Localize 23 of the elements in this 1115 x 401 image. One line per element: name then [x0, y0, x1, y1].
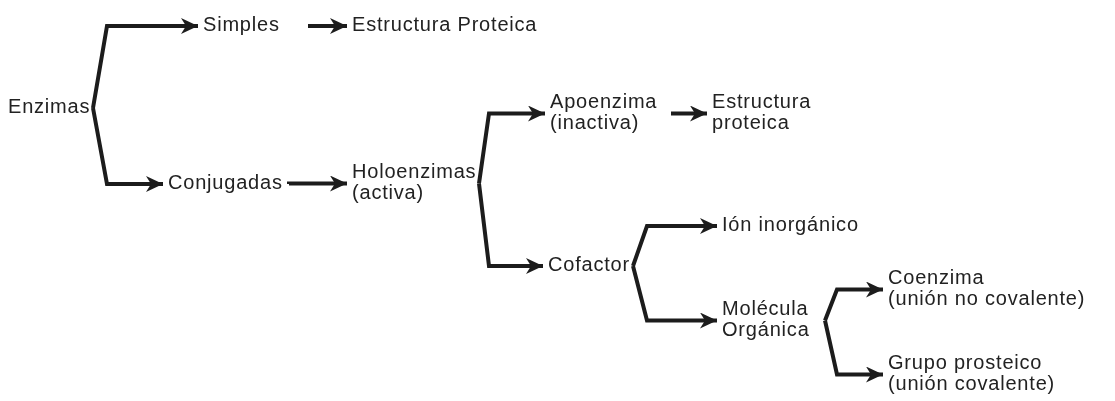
node-label: Conjugadas	[168, 172, 283, 193]
arrow	[287, 175, 347, 192]
arrow	[669, 105, 707, 122]
arrow	[477, 105, 545, 184]
arrow	[91, 18, 198, 109]
arrow	[823, 281, 883, 322]
node-label: Enzimas	[8, 96, 91, 117]
node-label: Cofactor	[548, 254, 630, 275]
node-label: Molécula Orgánica	[722, 298, 822, 340]
node-label: Estructura Proteica	[352, 14, 538, 35]
node-label: Ión inorgánico	[722, 214, 859, 235]
node-label: Grupo prosteico (unión covalente)	[888, 352, 1056, 394]
node-label: Simples	[203, 14, 280, 35]
node-label: Holoenzimas (activa)	[352, 161, 477, 203]
arrow	[91, 107, 163, 192]
arrow	[631, 218, 717, 267]
arrow	[823, 320, 883, 383]
arrow	[477, 183, 543, 274]
arrow	[306, 18, 347, 34]
node-label: Coenzima (unión no covalente)	[888, 267, 1086, 309]
arrow	[631, 265, 717, 329]
node-label: Estructura proteica	[712, 91, 822, 133]
node-label: Apoenzima (inactiva)	[550, 91, 658, 133]
